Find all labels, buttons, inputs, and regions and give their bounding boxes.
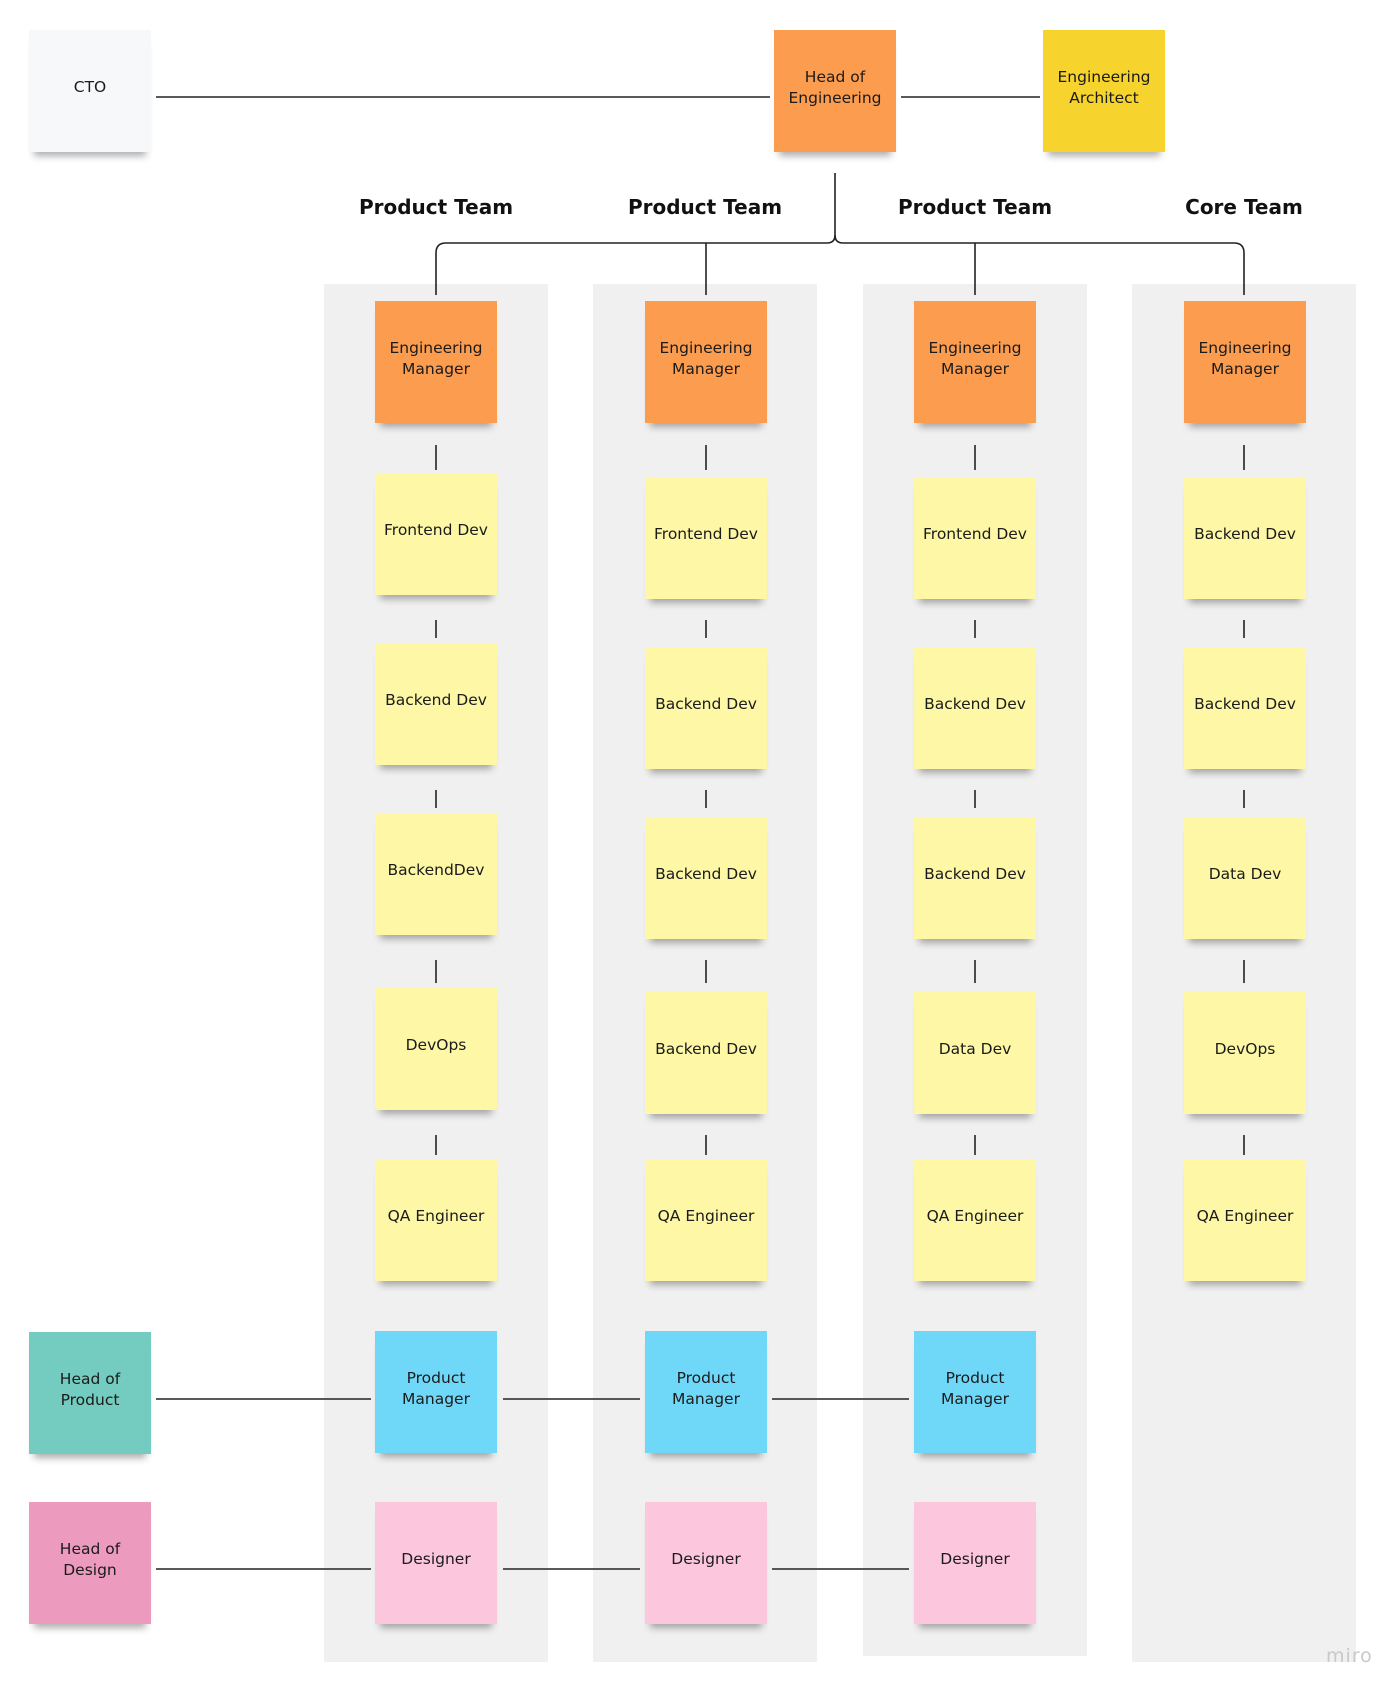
team-member-label: QA Engineer bbox=[1196, 1207, 1294, 1226]
head-of-engineering-note: Head of Engineering bbox=[774, 30, 896, 152]
engineering-architect-label: Engineering Architect bbox=[1057, 67, 1151, 107]
designer-note: Designer bbox=[914, 1502, 1036, 1624]
team-member-label: Data Dev bbox=[938, 1040, 1012, 1059]
team-member-label: Backend Dev bbox=[655, 865, 757, 884]
team-member-note: DevOps bbox=[1184, 992, 1306, 1114]
team-member-note: Backend Dev bbox=[645, 992, 767, 1114]
team-member-note: Backend Dev bbox=[375, 643, 497, 765]
head-of-product-label: Head of Product bbox=[59, 1369, 121, 1409]
team-member-note: QA Engineer bbox=[375, 1159, 497, 1281]
team-heading-1: Product Team bbox=[358, 195, 514, 219]
team-member-note: Backend Dev bbox=[914, 817, 1036, 939]
engineering-manager-note: Engineering Manager bbox=[375, 301, 497, 423]
head-of-design-note: Head of Design bbox=[29, 1502, 151, 1624]
product-manager-note: Product Manager bbox=[914, 1331, 1036, 1453]
engineering-manager-label: Engineering Manager bbox=[659, 338, 753, 378]
designer-note: Designer bbox=[645, 1502, 767, 1624]
engineering-manager-label: Engineering Manager bbox=[389, 338, 483, 378]
product-manager-label: Product Manager bbox=[941, 1368, 1009, 1408]
team-heading-2: Product Team bbox=[627, 195, 783, 219]
team-member-note: Data Dev bbox=[914, 992, 1036, 1114]
team-member-label: Backend Dev bbox=[924, 865, 1026, 884]
team-member-note: Frontend Dev bbox=[914, 477, 1036, 599]
miro-watermark: miro bbox=[1326, 1645, 1373, 1667]
engineering-manager-label: Engineering Manager bbox=[1198, 338, 1292, 378]
designer-label: Designer bbox=[940, 1550, 1010, 1569]
cto-label: CTO bbox=[73, 78, 107, 97]
team-member-note: QA Engineer bbox=[914, 1159, 1036, 1281]
team-member-note: Frontend Dev bbox=[645, 477, 767, 599]
team-member-note: Data Dev bbox=[1184, 817, 1306, 939]
engineering-manager-note: Engineering Manager bbox=[1184, 301, 1306, 423]
team-member-label: Frontend Dev bbox=[654, 525, 758, 544]
team-heading-3: Product Team bbox=[897, 195, 1053, 219]
team-member-note: QA Engineer bbox=[645, 1159, 767, 1281]
product-manager-note: Product Manager bbox=[375, 1331, 497, 1453]
product-manager-note: Product Manager bbox=[645, 1331, 767, 1453]
team-member-label: Backend Dev bbox=[655, 1040, 757, 1059]
team-member-label: Backend Dev bbox=[1194, 525, 1296, 544]
team-member-note: Backend Dev bbox=[1184, 647, 1306, 769]
team-member-label: QA Engineer bbox=[657, 1207, 755, 1226]
team-member-note: BackendDev bbox=[375, 813, 497, 935]
head-of-product-note: Head of Product bbox=[29, 1332, 151, 1454]
team-member-label: Frontend Dev bbox=[384, 521, 488, 540]
designer-label: Designer bbox=[671, 1550, 741, 1569]
team-member-note: Backend Dev bbox=[1184, 477, 1306, 599]
head-of-engineering-label: Head of Engineering bbox=[788, 67, 882, 107]
team-member-label: Backend Dev bbox=[385, 691, 487, 710]
engineering-manager-note: Engineering Manager bbox=[914, 301, 1036, 423]
team-member-label: QA Engineer bbox=[387, 1207, 485, 1226]
team-member-label: Data Dev bbox=[1208, 865, 1282, 884]
team-member-note: Backend Dev bbox=[645, 817, 767, 939]
engineering-architect-note: Engineering Architect bbox=[1043, 30, 1165, 152]
team-member-label: DevOps bbox=[1214, 1040, 1276, 1059]
team-member-label: BackendDev bbox=[387, 861, 485, 880]
designer-label: Designer bbox=[401, 1550, 471, 1569]
team-member-label: Backend Dev bbox=[655, 695, 757, 714]
team-member-label: Frontend Dev bbox=[923, 525, 1027, 544]
team-member-note: Frontend Dev bbox=[375, 473, 497, 595]
head-of-design-label: Head of Design bbox=[59, 1539, 121, 1579]
product-manager-label: Product Manager bbox=[672, 1368, 740, 1408]
team-member-note: Backend Dev bbox=[645, 647, 767, 769]
team-heading-core: Core Team bbox=[1185, 195, 1303, 219]
team-member-label: Backend Dev bbox=[924, 695, 1026, 714]
team-member-note: DevOps bbox=[375, 988, 497, 1110]
product-manager-label: Product Manager bbox=[402, 1368, 470, 1408]
cto-note: CTO bbox=[29, 30, 151, 152]
designer-note: Designer bbox=[375, 1502, 497, 1624]
team-member-label: DevOps bbox=[405, 1036, 467, 1055]
engineering-manager-note: Engineering Manager bbox=[645, 301, 767, 423]
team-member-label: QA Engineer bbox=[926, 1207, 1024, 1226]
team-member-note: QA Engineer bbox=[1184, 1159, 1306, 1281]
engineering-manager-label: Engineering Manager bbox=[928, 338, 1022, 378]
team-member-label: Backend Dev bbox=[1194, 695, 1296, 714]
team-member-note: Backend Dev bbox=[914, 647, 1036, 769]
